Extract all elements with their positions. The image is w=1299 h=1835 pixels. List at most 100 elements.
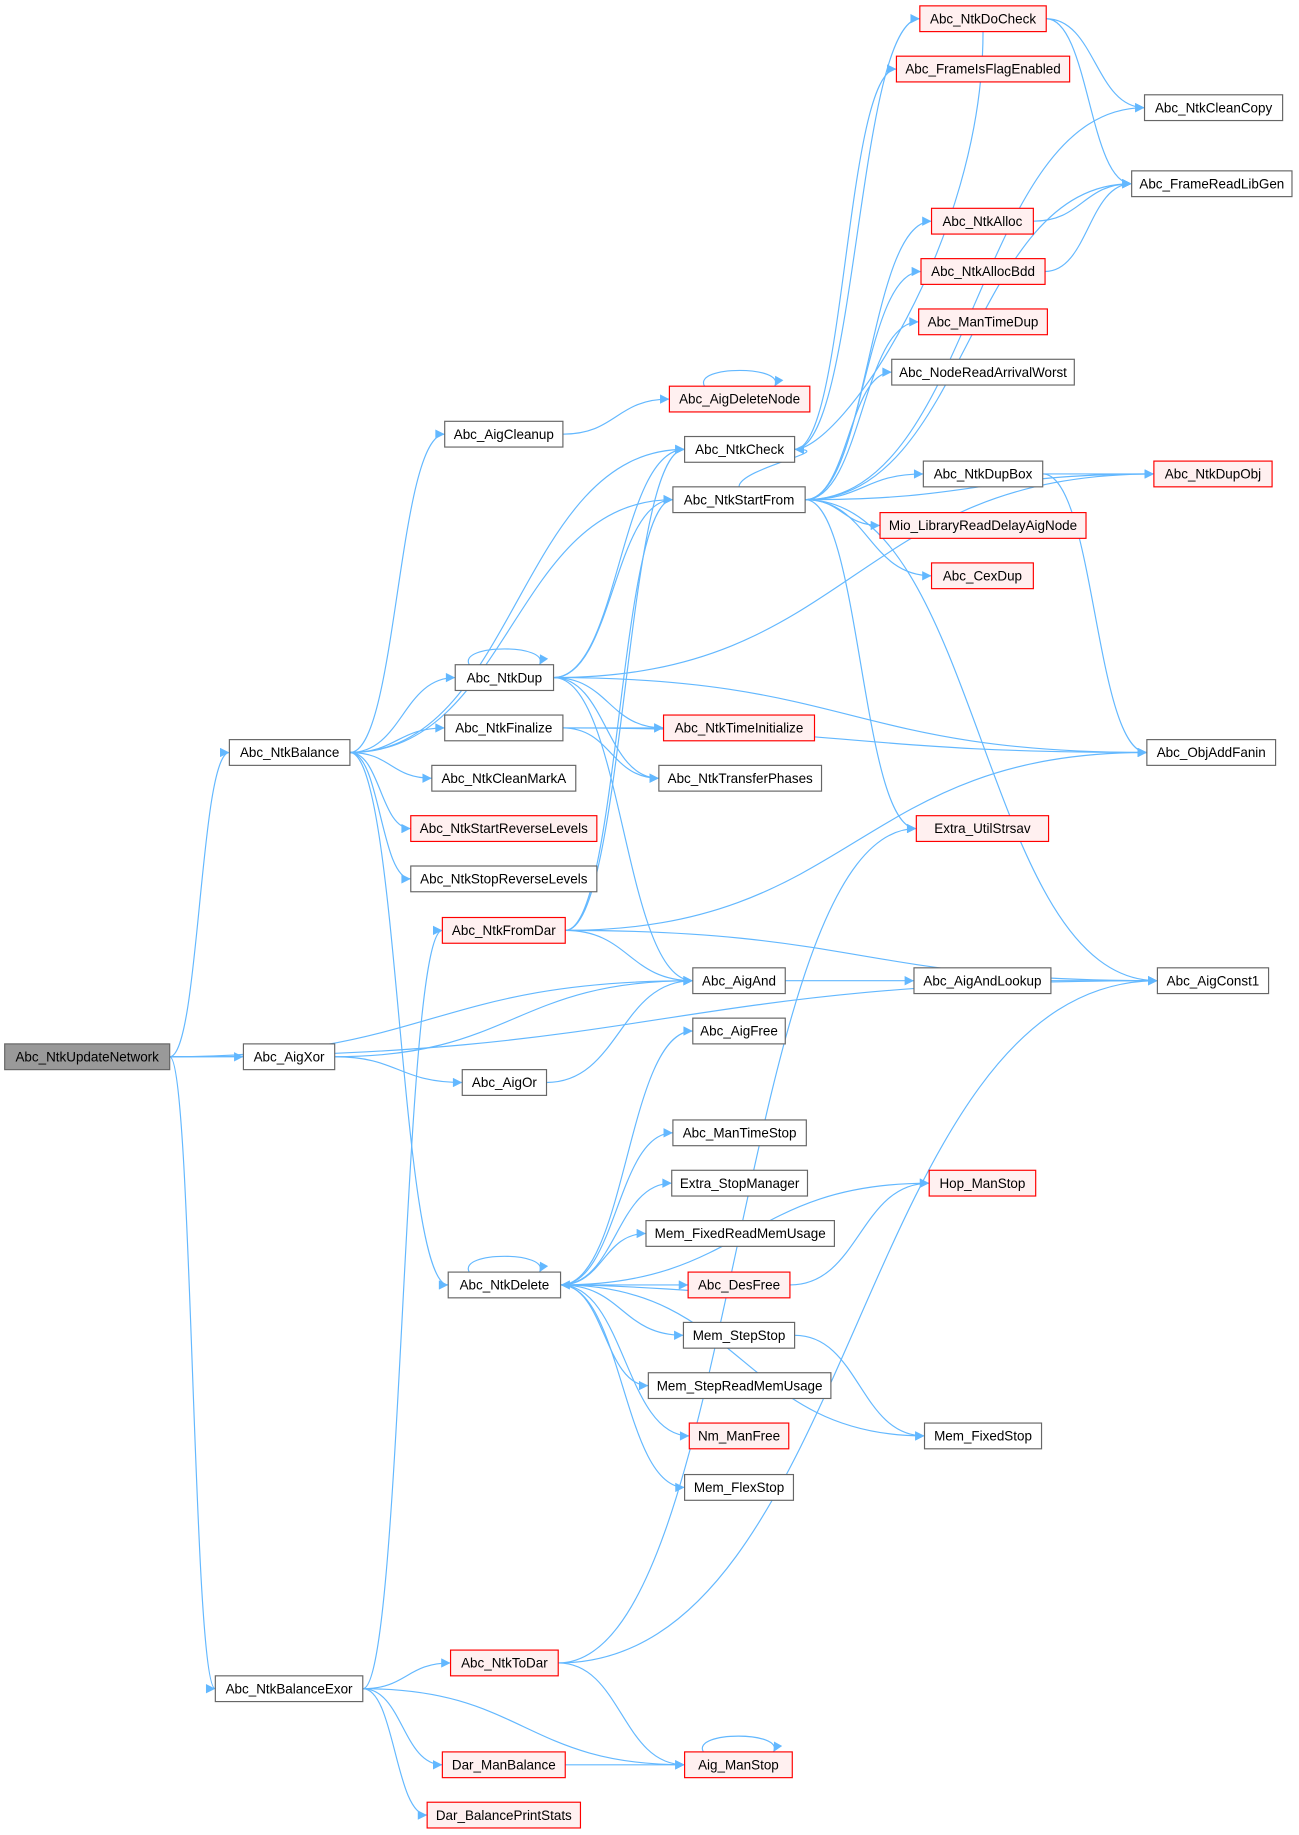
- call-edge: [565, 929, 693, 986]
- call-edge: [562, 394, 670, 435]
- function-node[interactable]: Abc_NtkCheck: [684, 435, 796, 463]
- call-edge: [334, 976, 693, 1058]
- function-node[interactable]: Abc_NtkStopReverseLevels: [410, 865, 598, 893]
- node-box: [688, 1422, 790, 1450]
- function-node[interactable]: Nm_ManFree: [688, 1422, 790, 1450]
- function-node[interactable]: Abc_NtkBalance: [228, 739, 351, 766]
- call-edge: [362, 1688, 443, 1770]
- node-label: Abc_NtkAllocBdd: [931, 264, 1035, 279]
- function-node[interactable]: Abc_ManTimeDup: [918, 308, 1048, 336]
- function-node[interactable]: Abc_NtkStartFrom: [672, 486, 806, 514]
- function-node[interactable]: Abc_NtkStartReverseLevels: [410, 815, 598, 843]
- call-edge: [467, 1255, 549, 1273]
- node-box: [918, 308, 1048, 336]
- function-node[interactable]: Abc_NtkToDar: [449, 1649, 559, 1677]
- node-label: Abc_NtkDup: [467, 670, 542, 685]
- node-box: [919, 5, 1047, 33]
- node-box: [879, 512, 1087, 539]
- call-edge: [560, 1284, 690, 1441]
- node-label: Abc_NtkDelete: [460, 1278, 550, 1293]
- function-node[interactable]: Abc_ObjAddFanin: [1146, 739, 1277, 766]
- function-node[interactable]: Abc_NtkDupObj: [1153, 460, 1273, 488]
- node-box: [671, 1169, 809, 1197]
- call-edge: [565, 747, 1147, 931]
- node-label: Abc_NtkFromDar: [452, 923, 556, 938]
- call-edge: [794, 31, 984, 455]
- function-node[interactable]: Abc_FrameIsFlagEnabled: [895, 55, 1071, 83]
- function-node[interactable]: Mem_FixedReadMemUsage: [645, 1220, 835, 1247]
- function-node[interactable]: Abc_AigCleanup: [444, 420, 564, 448]
- function-node[interactable]: Extra_StopManager: [671, 1169, 809, 1197]
- node-label: Abc_NtkStartReverseLevels: [420, 821, 588, 836]
- node-label: Abc_NtkTimeInitialize: [675, 721, 804, 736]
- function-node[interactable]: Abc_NtkAllocBdd: [920, 258, 1046, 285]
- function-node[interactable]: Abc_NtkDupBox: [922, 460, 1044, 488]
- call-edge: [805, 103, 1145, 501]
- node-box: [668, 385, 811, 413]
- call-edge: [562, 727, 659, 783]
- node-label: Abc_NtkCleanMarkA: [441, 771, 566, 786]
- call-edge: [794, 64, 897, 450]
- function-node[interactable]: Mem_StepReadMemUsage: [647, 1372, 832, 1400]
- function-node[interactable]: Abc_CexDup: [930, 562, 1034, 590]
- node-box: [1156, 967, 1270, 995]
- function-node[interactable]: Abc_NtkBalanceExor: [214, 1675, 364, 1703]
- function-node[interactable]: Abc_NtkTimeInitialize: [662, 714, 816, 742]
- function-node[interactable]: Abc_NtkUpdateNetwork: [4, 1043, 171, 1071]
- function-node[interactable]: Abc_NodeReadArrivalWorst: [891, 358, 1075, 386]
- function-node[interactable]: Dar_BalancePrintStats: [426, 1801, 582, 1829]
- function-node[interactable]: Mem_StepStop: [682, 1321, 796, 1349]
- function-node[interactable]: Abc_AigAndLookup: [913, 967, 1052, 995]
- function-node[interactable]: Extra_UtilStrsav: [915, 815, 1050, 843]
- function-node[interactable]: Mem_FlexStop: [684, 1473, 795, 1501]
- function-node[interactable]: Mem_FixedStop: [923, 1422, 1043, 1450]
- node-label: Abc_AigDeleteNode: [679, 392, 800, 407]
- node-label: Abc_ManTimeStop: [683, 1126, 797, 1141]
- node-label: Mem_FixedStop: [934, 1429, 1032, 1444]
- call-edge: [349, 751, 411, 884]
- call-edge: [362, 925, 443, 1690]
- function-node[interactable]: Abc_NtkCleanMarkA: [431, 764, 577, 792]
- function-node[interactable]: Abc_NtkDelete: [447, 1271, 562, 1299]
- function-node[interactable]: Abc_AigFree: [692, 1017, 786, 1045]
- call-edge: [362, 1688, 428, 1820]
- function-node[interactable]: Abc_AigXor: [242, 1043, 336, 1071]
- call-edge: [553, 677, 693, 986]
- function-node[interactable]: Abc_NtkDup: [454, 664, 555, 692]
- function-node[interactable]: Abc_NtkAlloc: [930, 207, 1034, 235]
- function-node[interactable]: Abc_NtkDoCheck: [919, 5, 1047, 33]
- function-node[interactable]: Mio_LibraryReadDelayAigNode: [879, 512, 1087, 539]
- node-label: Abc_FrameIsFlagEnabled: [905, 62, 1060, 77]
- function-node[interactable]: Abc_FrameReadLibGen: [1131, 170, 1293, 198]
- call-edge: [701, 1735, 783, 1753]
- function-node[interactable]: Dar_ManBalance: [441, 1751, 566, 1779]
- call-edge: [362, 1688, 685, 1770]
- function-node[interactable]: Abc_AigDeleteNode: [668, 385, 811, 413]
- call-edge: [805, 499, 932, 581]
- call-edge: [349, 751, 449, 1290]
- call-edge: [794, 1334, 925, 1441]
- call-edge: [553, 444, 685, 679]
- node-label: Abc_NtkDupObj: [1165, 467, 1261, 482]
- function-node[interactable]: Hop_ManStop: [928, 1169, 1037, 1197]
- function-node[interactable]: Abc_AigAnd: [692, 967, 786, 995]
- node-label: Mem_StepReadMemUsage: [657, 1378, 823, 1393]
- function-node[interactable]: Abc_AigOr: [461, 1069, 548, 1096]
- function-node[interactable]: Abc_AigConst1: [1156, 967, 1270, 995]
- function-node[interactable]: Aig_ManStop: [684, 1751, 793, 1779]
- function-node[interactable]: Abc_NtkCleanCopy: [1143, 94, 1284, 122]
- call-edge: [562, 727, 1147, 758]
- function-node[interactable]: Abc_ManTimeStop: [672, 1119, 807, 1147]
- node-box: [1153, 460, 1273, 488]
- node-box: [915, 815, 1050, 843]
- node-label: Nm_ManFree: [698, 1429, 780, 1444]
- node-label: Abc_AigConst1: [1167, 973, 1260, 988]
- function-node[interactable]: Abc_NtkTransferPhases: [658, 764, 823, 792]
- function-node[interactable]: Abc_NtkFromDar: [441, 916, 566, 944]
- function-node[interactable]: Abc_NtkFinalize: [444, 714, 564, 742]
- function-node[interactable]: Abc_DesFree: [687, 1271, 791, 1299]
- node-box: [662, 714, 816, 742]
- call-edge: [558, 1662, 685, 1770]
- node-label: Abc_NodeReadArrivalWorst: [899, 365, 1067, 380]
